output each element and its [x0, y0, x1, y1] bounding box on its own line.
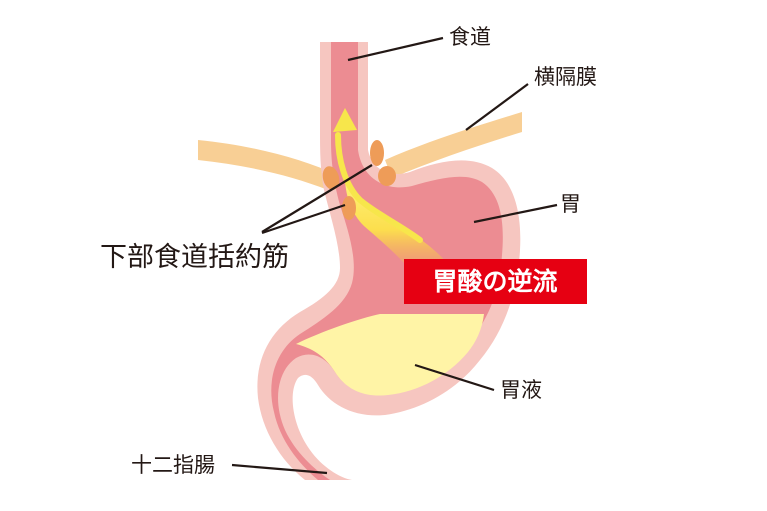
- label-duodenum: 十二指腸: [131, 453, 215, 477]
- leader-gastric-juice: [414, 363, 495, 392]
- leader-duodenum: [231, 463, 328, 475]
- acid-reflux-label: 胃酸の逆流: [432, 267, 557, 296]
- reflux-arrow-shaft: [335, 132, 423, 243]
- label-diaphragm: 横隔膜: [534, 65, 597, 89]
- leader-diaphragm: [465, 83, 529, 131]
- leader-sphincter-lower: [261, 203, 346, 235]
- leader-stomach: [473, 203, 558, 224]
- sphincter-left-lower: [342, 196, 356, 220]
- sphincter-right-lower: [378, 166, 396, 186]
- diaphragm-right-band: [385, 112, 522, 178]
- diaphragm-left-band: [198, 140, 338, 190]
- leader-esophagus: [347, 36, 444, 62]
- sphincter-left-upper: [322, 166, 340, 190]
- sphincter-right-upper: [370, 140, 384, 166]
- label-gastric-juice: 胃液: [500, 378, 542, 402]
- label-lower-esophageal-sphincter: 下部食道括約筋: [100, 242, 289, 273]
- label-esophagus: 食道: [449, 25, 491, 49]
- reflux-arrow-head: [333, 108, 357, 132]
- reflux-plume: [345, 180, 450, 270]
- label-stomach: 胃: [560, 192, 581, 216]
- acid-reflux-badge: [404, 259, 587, 304]
- stomach-inner-lumen: [271, 42, 503, 480]
- gastric-juice-pool: [296, 314, 484, 396]
- leader-sphincter-upper: [261, 164, 373, 233]
